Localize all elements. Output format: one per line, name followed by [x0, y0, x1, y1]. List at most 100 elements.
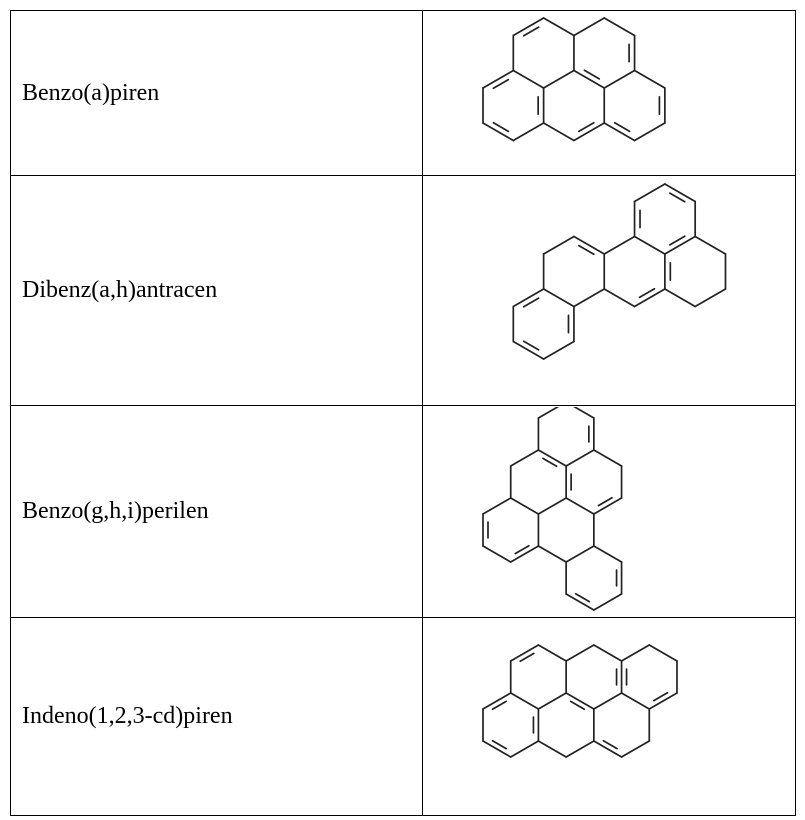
benzo-g-h-i-perylene-structure-icon: [482, 406, 623, 611]
bond-line: [482, 496, 512, 515]
bond-line: [694, 287, 727, 307]
bond-line: [620, 739, 651, 758]
bond-line: [537, 739, 567, 758]
bond-line: [620, 691, 651, 710]
bond-line: [603, 235, 636, 255]
double-bond-line: [514, 544, 530, 554]
bond-line: [537, 544, 567, 563]
double-bond-line: [492, 121, 510, 133]
bond-line: [593, 544, 623, 563]
structure-cell: [422, 405, 796, 618]
indeno-1-2-3-cd-pyrene-structure-icon: [482, 643, 678, 758]
double-bond-line: [519, 652, 535, 662]
bond-line: [512, 340, 545, 360]
bond-line: [593, 496, 623, 515]
double-bond-line: [638, 287, 656, 298]
bond-line: [565, 496, 595, 515]
bond-line: [509, 496, 540, 515]
bond-line: [573, 406, 595, 419]
compound-name: Dibenz(a,h)antracen: [10, 175, 423, 406]
bond-line: [573, 287, 606, 307]
bond-line: [537, 496, 567, 515]
bond-line: [620, 643, 651, 662]
bond-line: [573, 17, 606, 37]
double-bond-line: [522, 296, 540, 308]
bond-line: [565, 448, 595, 467]
bond-line: [542, 235, 575, 255]
bond-line: [573, 69, 606, 89]
double-bond-line: [602, 739, 618, 749]
table-row: Dibenz(a,h)antracen: [10, 175, 796, 406]
double-bond-line: [578, 244, 595, 255]
bond-line: [509, 691, 540, 710]
bond-line: [593, 592, 623, 611]
bond-line: [648, 643, 678, 662]
double-bond-line: [492, 78, 510, 90]
bond-line: [603, 69, 636, 89]
bond-line: [593, 739, 623, 758]
double-bond-line: [522, 26, 540, 37]
bond-line: [565, 691, 595, 710]
compound-name: Benzo(g,h,i)perilen: [10, 405, 423, 618]
bond-line: [509, 739, 540, 758]
table-row: Benzo(a)piren: [10, 10, 796, 176]
double-bond-line: [597, 496, 613, 506]
bond-line: [542, 69, 575, 89]
table-row: Indeno(1,2,3-cd)piren: [10, 617, 796, 816]
bond-line: [542, 122, 575, 142]
bond-line: [537, 643, 567, 662]
double-bond-line: [668, 191, 686, 203]
compound-table: Benzo(a)piren Dibenz(a,h)antracen Benzo(…: [10, 10, 796, 816]
bond-line: [565, 592, 595, 611]
double-bond-line: [569, 700, 586, 710]
bond-line: [512, 287, 545, 307]
double-bond-line: [578, 121, 595, 133]
bond-line: [512, 122, 545, 142]
bond-line: [509, 544, 540, 563]
bond-line: [664, 182, 697, 202]
double-bond-line: [583, 69, 601, 80]
bond-line: [648, 691, 678, 710]
benzo-a-pyrene-structure-icon: [482, 17, 666, 142]
bond-line: [565, 544, 595, 563]
double-bond-line: [668, 234, 686, 246]
bond-line: [509, 448, 540, 467]
structure-cell: [422, 617, 796, 816]
table-row: Benzo(g,h,i)perilen: [10, 405, 796, 618]
bond-line: [664, 287, 697, 307]
bond-line: [509, 643, 540, 662]
bond-line: [603, 287, 636, 307]
bond-line: [573, 235, 606, 255]
structure-cell: [422, 175, 796, 406]
bond-line: [565, 739, 595, 758]
double-bond-line: [574, 592, 591, 602]
bond-line: [593, 691, 623, 710]
bond-line: [603, 17, 636, 37]
double-bond-line: [491, 700, 508, 710]
bond-line: [542, 17, 575, 37]
bond-line: [694, 235, 727, 255]
double-bond-line: [652, 691, 669, 701]
bond-line: [482, 691, 512, 710]
bond-line: [537, 448, 567, 467]
bond-line: [565, 643, 595, 662]
bond-line: [482, 69, 515, 89]
bond-line: [542, 287, 575, 307]
bond-line: [512, 69, 545, 89]
bond-line: [482, 122, 515, 142]
double-bond-line: [491, 739, 508, 749]
bond-line: [633, 122, 666, 142]
bond-line: [573, 122, 606, 142]
double-bond-line: [522, 339, 540, 351]
double-bond-line: [613, 121, 631, 133]
bond-line: [633, 235, 666, 255]
structure-cell: [422, 10, 796, 176]
bond-line: [593, 448, 623, 467]
double-bond-line: [542, 457, 558, 467]
compound-name: Indeno(1,2,3-cd)piren: [10, 617, 423, 816]
bond-line: [482, 739, 512, 758]
compound-name: Benzo(a)piren: [10, 10, 423, 176]
bond-line: [633, 182, 666, 202]
bond-line: [482, 544, 512, 563]
bond-line: [633, 69, 666, 89]
